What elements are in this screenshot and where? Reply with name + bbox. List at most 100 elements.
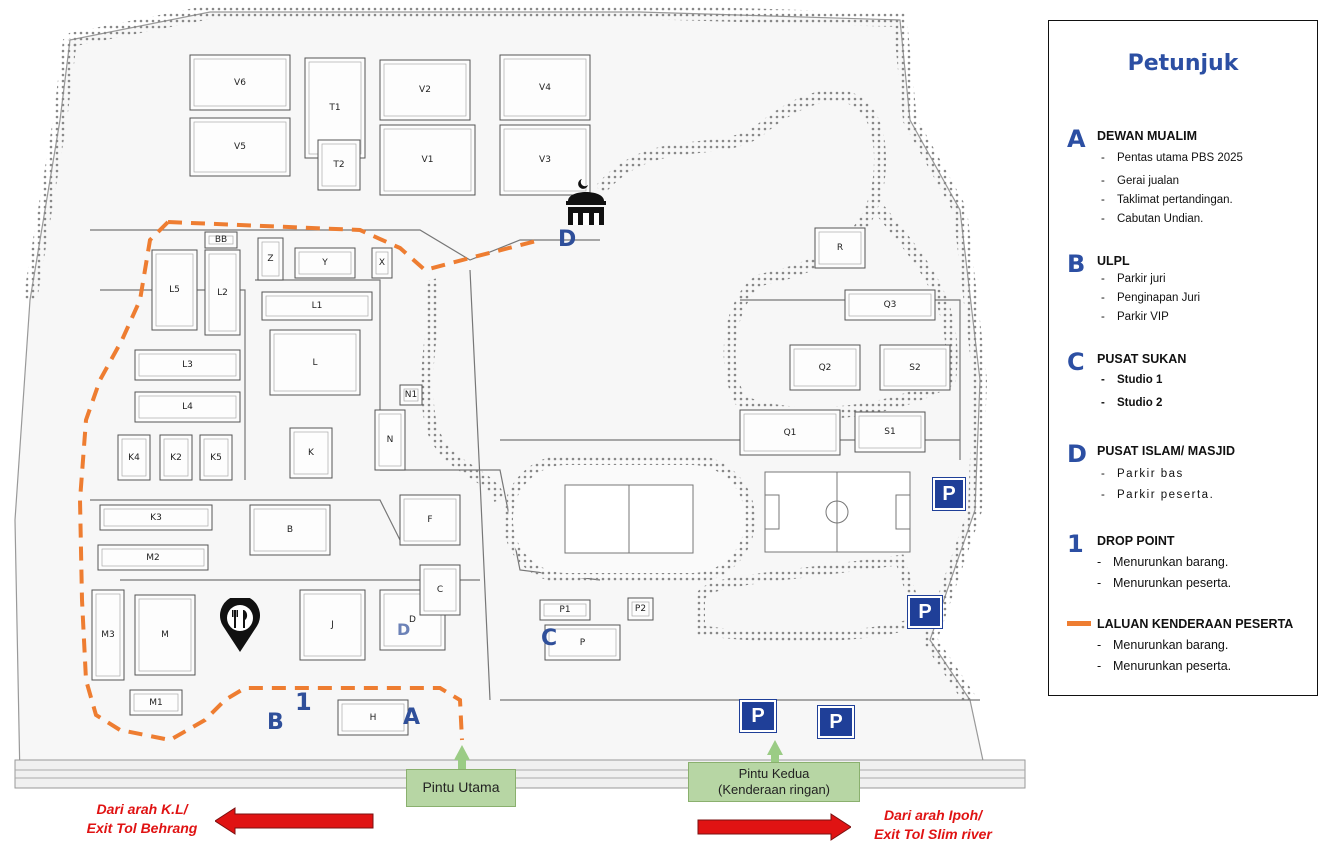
building-label-k3: K3 — [150, 512, 162, 523]
building-outline — [383, 128, 472, 192]
legend-item: Pentas utama PBS 2025 — [1101, 152, 1243, 164]
legend-heading-pusat-islam: PUSAT ISLAM/ MASJID — [1097, 444, 1235, 458]
building-label-v5: V5 — [234, 142, 246, 152]
participant-route — [77, 220, 541, 743]
building-label-l: L — [312, 357, 318, 368]
building-v5 — [189, 117, 291, 177]
building-outline — [273, 333, 357, 392]
building-v2 — [379, 59, 471, 121]
legend-key-c: C — [1067, 348, 1085, 376]
building-label-k4: K4 — [128, 452, 140, 463]
building-l4 — [134, 391, 241, 423]
direction-from-ipoh: Dari arah Ipoh/ Exit Tol Slim river — [858, 806, 1008, 844]
building-v4 — [499, 54, 591, 121]
building-outline — [793, 348, 857, 387]
building-outline — [208, 235, 234, 245]
building-label-l4: L4 — [182, 402, 193, 412]
building-outline — [743, 413, 837, 452]
building-c — [419, 564, 461, 616]
building-label-h: H — [369, 712, 377, 723]
direction-from-kl-line1: Dari arah K.L/ — [96, 801, 188, 817]
building-p2 — [627, 597, 654, 621]
legend-heading-ulpl: ULPL — [1097, 254, 1130, 268]
building-label-q1: Q1 — [783, 427, 797, 438]
building-m3 — [91, 589, 125, 681]
building-label-r: R — [836, 243, 844, 253]
building-label-t1: T1 — [329, 103, 341, 113]
building-p1 — [539, 599, 591, 621]
building-outline — [341, 703, 405, 732]
building-outline — [95, 593, 121, 677]
building-l5 — [151, 249, 198, 331]
building-outline — [543, 603, 587, 617]
building-outline — [203, 438, 229, 477]
marker-b-ulpl: B — [267, 710, 284, 735]
building-label-j: J — [331, 620, 334, 630]
building-k2 — [159, 434, 193, 481]
marker-drop-point: 1 — [295, 688, 312, 716]
building-k — [289, 427, 333, 479]
building-label-q3: Q3 — [883, 300, 897, 310]
building-label-n1: N1 — [404, 390, 418, 400]
building-label-f: F — [427, 515, 433, 525]
building-label-t2: T2 — [333, 160, 345, 170]
building-outline — [133, 693, 179, 712]
legend-item: Parkir peserta. — [1101, 489, 1214, 501]
building-label-l1: L1 — [311, 301, 323, 311]
legend-title: Petunjuk — [1127, 51, 1239, 76]
building-h — [337, 699, 409, 736]
building-label-v3: V3 — [539, 155, 551, 165]
building-label-c: C — [436, 585, 444, 595]
building-outline — [503, 58, 587, 117]
building-outline — [298, 251, 352, 275]
building-outline — [253, 508, 327, 552]
building-label-v4: V4 — [539, 82, 551, 93]
building-label-p1: P1 — [559, 605, 571, 615]
building-outline — [858, 415, 922, 449]
mosque-icon — [566, 179, 606, 225]
building-label-v1: V1 — [421, 155, 434, 165]
building-outline — [383, 63, 467, 117]
building-outline — [163, 438, 189, 477]
building-label-k5: K5 — [210, 452, 222, 463]
building-outline — [138, 598, 192, 672]
arrow-right-icon — [697, 813, 851, 841]
building-l — [269, 329, 361, 396]
building-outline — [103, 508, 209, 527]
building-outline — [818, 231, 862, 265]
building-outline — [883, 348, 947, 387]
building-label-y: Y — [322, 258, 328, 268]
building-label-q2: Q2 — [818, 362, 832, 373]
building-q1 — [739, 409, 841, 456]
legend-heading-laluan: LALUAN KENDERAAN PESERTA — [1097, 617, 1294, 631]
building-b — [249, 504, 331, 556]
building-f — [399, 494, 461, 546]
building-v6 — [189, 54, 291, 111]
legend-key-a: A — [1067, 125, 1086, 153]
building-label-m2: M2 — [146, 552, 160, 563]
parking-marker-1: P — [932, 477, 966, 511]
building-label-l5: L5 — [169, 285, 180, 295]
building-outline — [265, 295, 369, 317]
direction-from-ipoh-line1: Dari arah Ipoh/ — [883, 807, 983, 823]
building-t2 — [317, 139, 361, 191]
building-l3 — [134, 349, 241, 381]
parking-marker-3: P — [739, 699, 777, 733]
building-n — [374, 409, 406, 471]
legend-item: Taklimat pertandingan. — [1101, 194, 1233, 206]
gate-pintu-utama-label: Pintu Utama — [422, 779, 500, 796]
building-q3 — [844, 289, 936, 321]
building-label-n: N — [386, 435, 394, 445]
building-label-bb: BB — [214, 235, 228, 245]
building-l1 — [261, 291, 373, 321]
building-v1 — [379, 124, 476, 196]
building-outline — [383, 593, 442, 647]
building-label-v2: V2 — [419, 85, 431, 95]
direction-from-kl-line2: Exit Tol Behrang — [86, 819, 198, 836]
legend-key-b: B — [1067, 250, 1086, 278]
building-outline — [208, 253, 237, 332]
building-j — [299, 589, 366, 661]
legend-item: Menurunkan barang. — [1097, 638, 1228, 652]
marker-c-pusat-sukan: C — [541, 626, 558, 651]
